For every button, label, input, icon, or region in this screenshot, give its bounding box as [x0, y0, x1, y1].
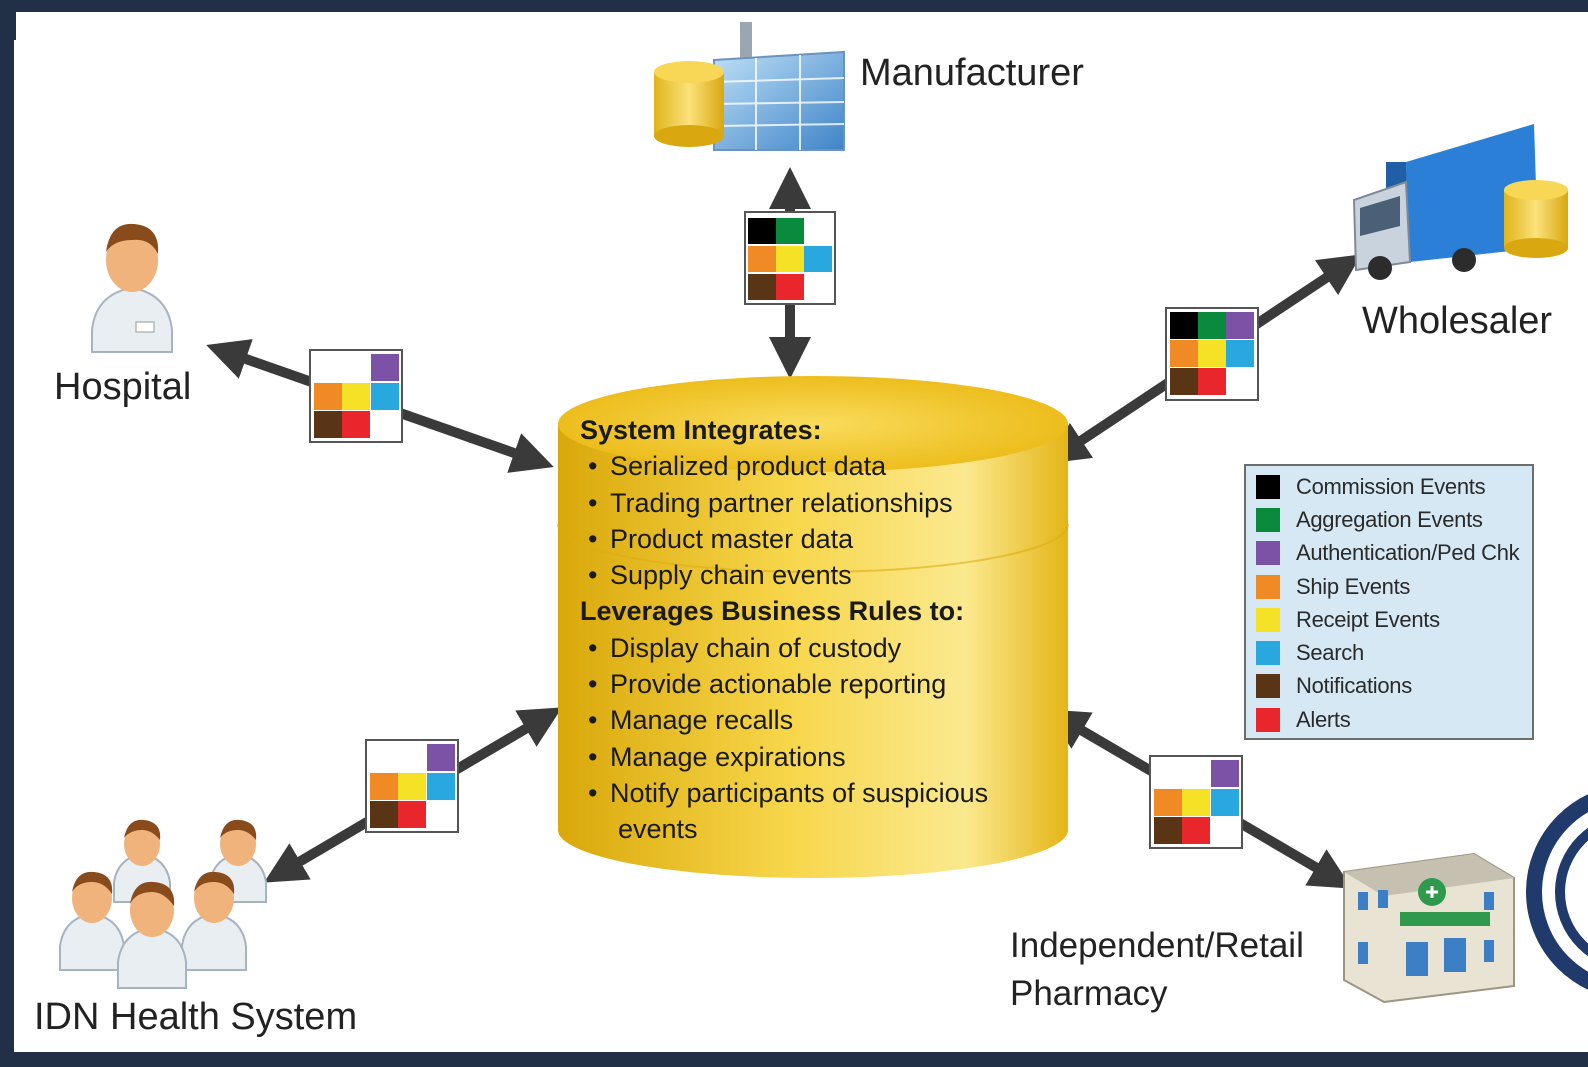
idn-person-front [117, 881, 187, 989]
bullet: • [588, 741, 598, 772]
legend-entry: Notifications [1256, 670, 1532, 703]
list-item: • Manage recalls [580, 702, 1060, 738]
bullet: • [588, 451, 598, 482]
label-pharmacy: Independent/Retail Pharmacy [1010, 922, 1304, 1018]
list-item-text: Trading partner relationships [610, 487, 953, 518]
legend-label: Authentication/Ped Chk [1296, 540, 1520, 566]
list-item-text: Manage recalls [610, 705, 794, 736]
list-item-text: Notify participants of suspicious [610, 777, 989, 808]
list-item-text: Supply chain events [610, 560, 852, 591]
idn-person-right [181, 871, 247, 971]
bullet: • [588, 777, 598, 808]
legend-entry: Authentication/Ped Chk [1256, 537, 1532, 570]
bullet: • [588, 669, 598, 700]
legend-label: Search [1296, 640, 1364, 666]
heading-business-rules: Leverages Business Rules to: [580, 596, 965, 627]
label-manufacturer: Manufacturer [860, 52, 1084, 94]
legend-label: Ship Events [1296, 573, 1411, 599]
legend-entry: Alerts [1256, 703, 1532, 736]
label-idn-health-system: IDN Health System [34, 996, 358, 1038]
list-item: • Product master data [580, 521, 1060, 557]
legend-entry: Aggregation Events [1256, 503, 1532, 536]
legend-swatch [1256, 607, 1280, 632]
bullet: • [588, 705, 598, 736]
list-item-text: Provide actionable reporting [610, 669, 947, 700]
list-item-text: Display chain of custody [610, 632, 902, 663]
manufacturer-building-icon [654, 22, 845, 151]
event-matrix-hospital [309, 349, 403, 443]
list-item-continuation: events [618, 814, 698, 845]
event-legend: Commission Events Aggregation Events Aut… [1244, 464, 1534, 740]
legend-swatch [1256, 474, 1280, 499]
diagram-canvas: Manufacturer Wholesaler Hospital IDN Hea… [14, 12, 1588, 1052]
event-matrix-idn [365, 739, 459, 833]
heading-system-integrates: System Integrates: [580, 415, 822, 445]
legend-entry: Commission Events [1256, 470, 1532, 503]
list-item: • Display chain of custody [580, 630, 1060, 666]
list-item-text: Serialized product data [610, 451, 887, 482]
legend-entry: Search [1256, 636, 1532, 669]
event-matrix-wholesaler [1165, 307, 1259, 401]
bullet: • [588, 632, 598, 663]
legend-label: Alerts [1296, 706, 1351, 732]
legend-swatch [1256, 707, 1280, 732]
legend-swatch [1256, 507, 1280, 532]
label-pharmacy-line2: Pharmacy [1010, 974, 1168, 1013]
legend-swatch [1256, 641, 1280, 666]
pharmacy-building-icon [1343, 852, 1515, 1004]
label-pharmacy-line1: Independent/Retail [1010, 926, 1304, 965]
label-hospital: Hospital [54, 366, 192, 408]
event-matrix-pharmacy [1149, 755, 1243, 849]
legend-entry: Ship Events [1256, 570, 1532, 603]
list-item: • Provide actionable reporting [580, 666, 1060, 702]
legend-label: Notifications [1296, 673, 1412, 699]
event-matrix-manufacturer [744, 211, 836, 305]
list-item: • Trading partner relationships [580, 485, 1060, 521]
bullet: • [588, 560, 598, 591]
legend-swatch [1256, 574, 1280, 599]
legend-swatch [1256, 541, 1280, 566]
list-item: • Supply chain events [580, 557, 1060, 593]
legend-entry: Receipt Events [1256, 603, 1532, 636]
wholesaler-truck-icon [1352, 124, 1568, 280]
label-wholesaler: Wholesaler [1362, 300, 1553, 342]
list-item: • Manage expirations [580, 739, 1060, 775]
bullet: • [588, 487, 598, 518]
idn-person-back-right [209, 819, 267, 903]
central-system-description: System Integrates: • Serialized product d… [580, 412, 1060, 848]
list-item-text: Product master data [610, 523, 854, 554]
hospital-doctor-icon [91, 223, 173, 353]
bullet: • [588, 523, 598, 554]
list-item-text: Manage expirations [610, 741, 846, 772]
list-item: • Serialized product data [580, 448, 1060, 484]
list-item: • Notify participants of suspicious [580, 775, 1060, 811]
idn-group-icon [59, 819, 267, 989]
legend-label: Commission Events [1296, 473, 1486, 499]
diagram-graphics [59, 22, 1588, 1004]
legend-label: Aggregation Events [1296, 506, 1483, 532]
legend-swatch [1256, 674, 1280, 699]
central-database-cylinder [557, 376, 1069, 878]
idn-person-left [59, 871, 125, 971]
legend-label: Receipt Events [1296, 606, 1440, 632]
frame-corner-tab [0, 0, 16, 40]
partial-seal-logo [1526, 794, 1588, 990]
